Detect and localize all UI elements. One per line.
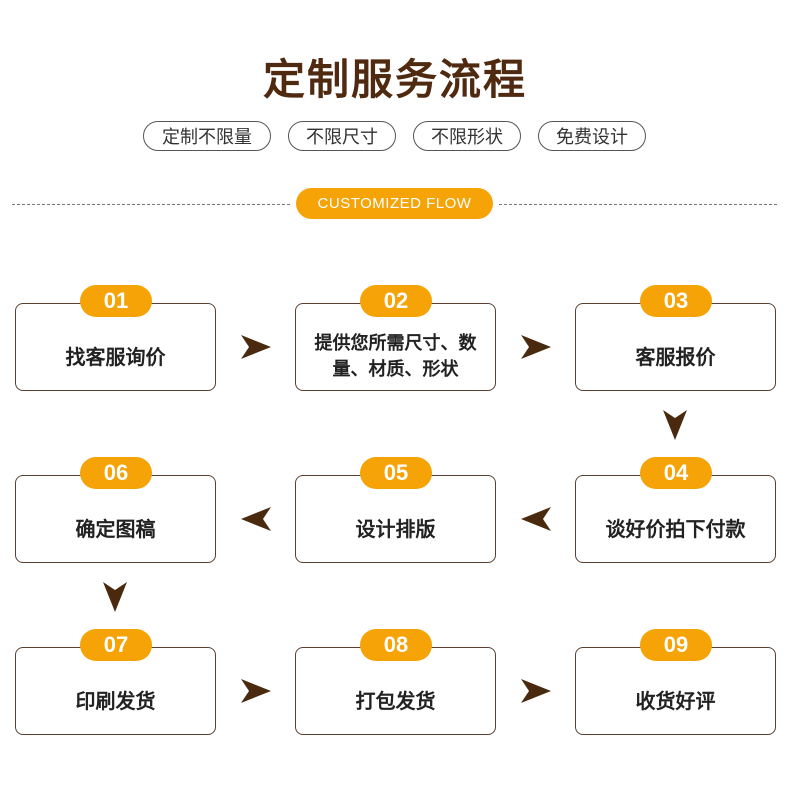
step-box-06: 确定图稿 (15, 475, 216, 563)
step-box-09: 收货好评 (575, 647, 776, 735)
page-title: 定制服务流程 (262, 55, 527, 104)
arrow-right-icon (241, 679, 271, 703)
step-text-06: 确定图稿 (75, 517, 156, 541)
step-text-01: 找客服询价 (65, 345, 166, 369)
step-number-07: 07 (80, 629, 152, 661)
tag-unlimited-quantity: 定制不限量 (143, 121, 271, 151)
arrow-down-icon (663, 410, 687, 440)
step-box-04: 谈好价拍下付款 (575, 475, 776, 563)
step-number-05: 05 (360, 457, 432, 489)
step-text-02: 提供您所需尺寸、数量、材质、形状 (314, 333, 477, 380)
step-number-02: 02 (360, 285, 432, 317)
arrow-right-icon (241, 335, 271, 359)
arrow-right-icon (521, 335, 551, 359)
tag-unlimited-size: 不限尺寸 (288, 121, 396, 151)
arrow-right-icon (521, 679, 551, 703)
step-number-03: 03 (640, 285, 712, 317)
step-box-02: 提供您所需尺寸、数量、材质、形状 (295, 303, 496, 391)
step-text-03: 客服报价 (635, 345, 716, 369)
tag-free-design: 免费设计 (538, 121, 646, 151)
divider-left (12, 204, 290, 205)
step-number-08: 08 (360, 629, 432, 661)
step-text-07: 印刷发货 (75, 689, 156, 713)
arrow-down-icon (103, 582, 127, 612)
step-text-08: 打包发货 (355, 689, 436, 713)
step-number-09: 09 (640, 629, 712, 661)
step-text-04: 谈好价拍下付款 (605, 517, 746, 541)
step-box-01: 找客服询价 (15, 303, 216, 391)
tag-unlimited-shape: 不限形状 (413, 121, 521, 151)
step-box-07: 印刷发货 (15, 647, 216, 735)
flow-label-pill: CUSTOMIZED FLOW (296, 188, 493, 219)
step-box-08: 打包发货 (295, 647, 496, 735)
step-number-01: 01 (80, 285, 152, 317)
arrow-left-icon (521, 507, 551, 531)
step-text-09: 收货好评 (635, 689, 716, 713)
step-number-04: 04 (640, 457, 712, 489)
step-number-06: 06 (80, 457, 152, 489)
step-text-05: 设计排版 (355, 517, 436, 541)
divider-right (499, 204, 777, 205)
step-box-05: 设计排版 (295, 475, 496, 563)
arrow-left-icon (241, 507, 271, 531)
